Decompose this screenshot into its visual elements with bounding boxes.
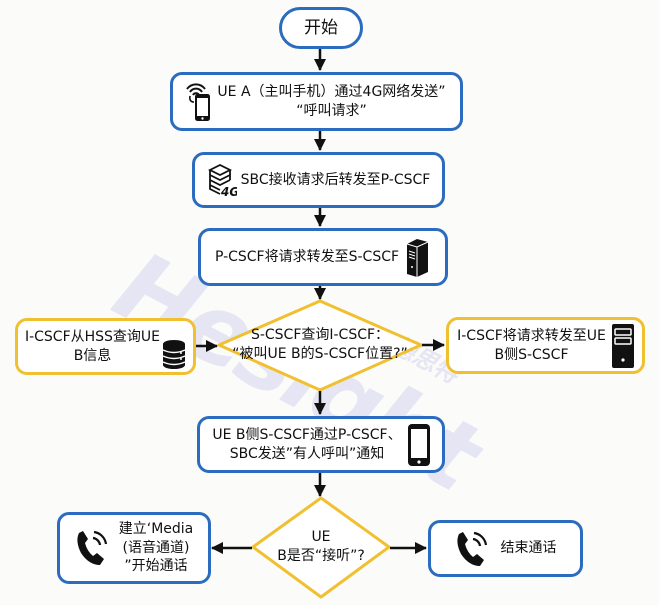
- process-icscf-hss: I-CSCF从HSS查询UE B信息: [15, 318, 196, 375]
- pcscf-forward-label: P-CSCF将请求转发至S-CSCF: [214, 248, 400, 265]
- server-tower-icon: [403, 236, 431, 278]
- process-pcscf-forward: P-CSCF将请求转发至S-CSCF: [198, 228, 448, 286]
- scscf-query-label: S-CSCF查询I-CSCF： “被叫UE B的S-CSCF位置?”: [232, 327, 408, 362]
- phone-icon: [407, 423, 430, 466]
- icscf-hss-label: I-CSCF从HSS查询UE B信息: [24, 328, 161, 364]
- database-icon: [162, 339, 186, 369]
- decision-scscf-query: S-CSCF查询I-CSCF： “被叫UE B的S-CSCF位置?”: [219, 320, 421, 370]
- 4g-server-stack-icon: 4G: [207, 163, 237, 197]
- decision-diamond-scscf-query: [217, 299, 423, 392]
- process-media-start: 建立‘Media (语音通道) ”开始通话: [57, 512, 211, 584]
- sbc-forward-label: SBC接收请求后转发至P-CSCF: [240, 171, 431, 188]
- process-icscf-forward: I-CSCF将请求转发至UE B侧S-CSCF: [446, 317, 645, 374]
- phone-call-icon: [75, 529, 109, 567]
- wifi-phone-icon: [185, 80, 213, 124]
- end-call-label: 结束通话: [500, 540, 557, 557]
- ue-b-answer-label: UE B是否“接听”?: [277, 529, 365, 564]
- ue-b-notify-label: UE B侧S-CSCF通过P-CSCF、 SBC发送”有人呼叫”通知: [212, 426, 402, 462]
- decision-ue-b-answer: UE B是否“接听”?: [253, 522, 389, 572]
- media-start-label: 建立‘Media (语音通道) ”开始通话: [118, 520, 194, 575]
- server-icon: [611, 323, 634, 368]
- ue-a-send-label: UE A（主叫手机）通过4G网络发送” “呼叫请求”: [217, 83, 446, 119]
- start-label: 开始: [304, 17, 338, 38]
- process-end-call: 结束通话: [428, 520, 583, 577]
- process-ue-b-notify: UE B侧S-CSCF通过P-CSCF、 SBC发送”有人呼叫”通知: [197, 416, 445, 473]
- start-node: 开始: [279, 7, 363, 49]
- svg-text:4G: 4G: [220, 185, 237, 197]
- icscf-forward-label: I-CSCF将请求转发至UE B侧S-CSCF: [457, 327, 606, 363]
- process-sbc-forward: 4G SBC接收请求后转发至P-CSCF: [192, 152, 445, 208]
- phone-call-icon: [455, 530, 489, 568]
- process-ue-a-send: UE A（主叫手机）通过4G网络发送” “呼叫请求”: [170, 72, 463, 131]
- decision-diamond-ue-b-answer: [251, 496, 391, 599]
